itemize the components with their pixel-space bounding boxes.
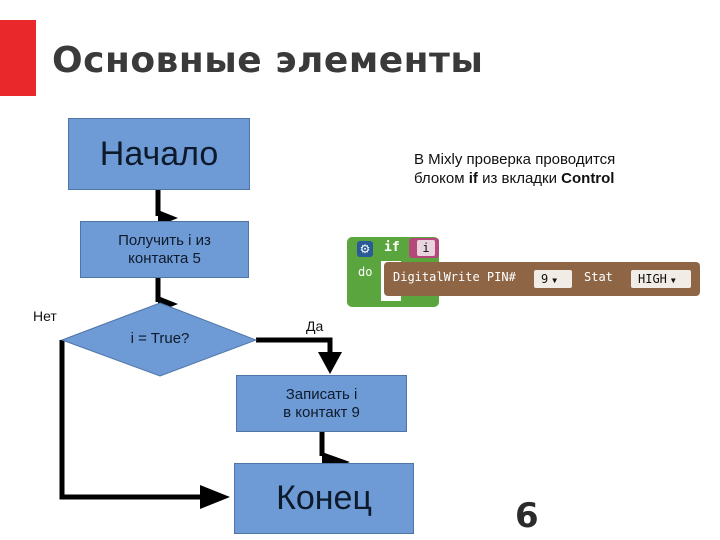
- gear-icon[interactable]: ⚙: [357, 241, 373, 257]
- digitalwrite-label: DigitalWrite PIN#: [393, 270, 516, 284]
- action-box: Записать i в контакт 9: [236, 375, 407, 432]
- note-line-1: В Mixly проверка проводится: [414, 151, 616, 168]
- input-box: Получить i из контакта 5: [80, 221, 249, 278]
- pin-dropdown[interactable]: 9▼: [534, 270, 572, 288]
- note-if: if: [468, 170, 478, 187]
- slide-title: Основные элементы: [52, 40, 484, 81]
- start-box: Начало: [68, 118, 250, 190]
- page-number: 6: [515, 496, 539, 536]
- no-label: Нет: [33, 308, 57, 324]
- yes-label: Да: [306, 318, 324, 334]
- if-keyword: if: [384, 240, 400, 255]
- pin-value: 9: [541, 272, 549, 286]
- variable-field[interactable]: i: [417, 240, 435, 256]
- accent-bar: [0, 20, 36, 96]
- connector-no-branch: [59, 340, 206, 500]
- arrowhead-no: [200, 485, 230, 509]
- stat-label: Stat: [584, 270, 613, 284]
- arrowhead-yes: [318, 352, 342, 374]
- mixly-note: В Mixly проверка проводится блоком if из…: [414, 150, 615, 188]
- note-control: Control: [561, 170, 615, 187]
- condition-label: i = True?: [130, 330, 190, 347]
- note-mid: из вкладки: [477, 170, 562, 187]
- chevron-down-icon: ▼: [552, 276, 558, 285]
- condition-diamond: [60, 302, 258, 377]
- state-value: HIGH: [638, 272, 667, 286]
- end-box: Конец: [234, 463, 414, 534]
- chevron-down-icon: ▼: [670, 276, 676, 285]
- state-dropdown[interactable]: HIGH▼: [631, 270, 691, 288]
- do-keyword: do: [358, 265, 373, 279]
- note-prefix: блоком: [414, 170, 469, 187]
